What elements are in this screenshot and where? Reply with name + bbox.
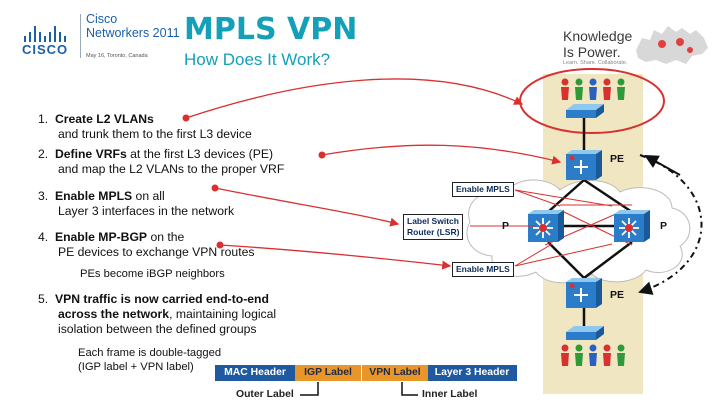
frame-mac-header: MAC Header (224, 367, 286, 378)
canada-map-icon (636, 26, 708, 64)
switch-icon (566, 104, 604, 118)
step-bold: Define VRFs (54, 147, 127, 161)
cloud-icon (466, 179, 691, 284)
double-tag-note: Each frame is double-tagged (IGP label +… (78, 346, 221, 374)
switch-icon (566, 326, 604, 340)
step-line2: , maintaining logical (169, 307, 277, 321)
lsr-line-2: Router (LSR) (407, 227, 460, 237)
kp-line-2: Is Power. (563, 44, 621, 60)
step-num: 5. (38, 292, 49, 306)
pe-label-top: PE (610, 153, 625, 165)
page-subtitle: How Does It Work? (184, 50, 331, 69)
frame-l3-header: Layer 3 Header (434, 367, 510, 378)
ibgp-arc (638, 154, 703, 295)
step-line2: Layer 3 interfaces in the network (58, 204, 235, 218)
step-5: 5. VPN traffic is now carried end-to-end… (38, 292, 276, 337)
kp-tagline: Learn. Share. Collaborate. (563, 60, 628, 66)
step-1: 1. Create L2 VLANs and trunk them to the… (38, 112, 252, 142)
step-num: 4. (38, 230, 49, 244)
lsr-line-1: Label Switch (407, 216, 459, 226)
step-bold: Enable MP-BGP (54, 230, 148, 244)
label-arrows (470, 189, 613, 267)
router-icon (566, 150, 602, 180)
p-label-right: P (660, 220, 668, 232)
event-line-2: Networkers 2011 (86, 26, 180, 40)
step-line2: and map the L2 VLANs to the proper VRF (58, 162, 285, 176)
step-2: 2. Define VRFs at the first L3 devices (… (38, 147, 284, 177)
step-rest: on the (147, 230, 185, 244)
router-icon (528, 210, 564, 242)
pe-label-bottom: PE (610, 289, 625, 301)
step-num: 2. (38, 147, 49, 161)
ibgp-note: PEs become iBGP neighbors (80, 268, 225, 280)
step-line2-bold: across the network (58, 307, 170, 321)
enable-mpls-label-top: Enable MPLS (452, 182, 514, 197)
knowledge-is-power-logo: Knowledge Is Power. (563, 28, 632, 60)
cisco-logo-text: CISCO (22, 42, 69, 57)
frame-igp-label: IGP Label (295, 365, 361, 381)
inner-label-text: Inner Label (422, 389, 478, 400)
step-bold: Create L2 VLANs (54, 112, 154, 126)
frame-vpn-label: VPN Label (361, 365, 428, 381)
user-icon-group-bottom (561, 344, 625, 366)
enable-mpls-label-bottom: Enable MPLS (452, 262, 514, 277)
step-arrows (185, 78, 562, 270)
page-title: MPLS VPN (184, 12, 358, 47)
event-line-1: Cisco (86, 12, 118, 26)
outer-label-text: Outer Label (236, 389, 294, 400)
cisco-logo-icon (24, 26, 66, 42)
step-num: 1. (38, 112, 49, 126)
step-line3: isolation between the defined groups (58, 322, 257, 336)
step-line2: PE devices to exchange VPN routes (58, 245, 255, 259)
event-subtitle: May 16, Toronto, Canada (86, 53, 148, 59)
step-bold: VPN traffic is now carried end-to-end (54, 292, 269, 306)
step-line2: and trunk them to the first L3 device (58, 127, 252, 141)
header-divider (80, 14, 81, 58)
step-rest: at the first L3 devices (PE) (126, 147, 274, 161)
event-title: Cisco Networkers 2011 (86, 12, 180, 40)
step-num: 3. (38, 189, 49, 203)
step-3: 3. Enable MPLS on all Layer 3 interfaces… (38, 189, 234, 219)
step-bold: Enable MPLS (54, 189, 133, 203)
router-icon (614, 210, 650, 242)
double-tag-line-1: Each frame is double-tagged (78, 347, 222, 359)
router-icon (566, 278, 602, 308)
user-icon-group-top (561, 78, 625, 100)
double-tag-line-2: (IGP label + VPN label) (78, 361, 194, 373)
step-rest: on all (132, 189, 165, 203)
step-4: 4. Enable MP-BGP on the PE devices to ex… (38, 230, 254, 260)
p-label-left: P (502, 220, 510, 232)
frame-header-bar: MAC Header IGP Label VPN Label Layer 3 H… (215, 365, 517, 381)
lsr-label: Label Switch Router (LSR) (403, 214, 464, 240)
kp-line-1: Knowledge (563, 28, 633, 44)
